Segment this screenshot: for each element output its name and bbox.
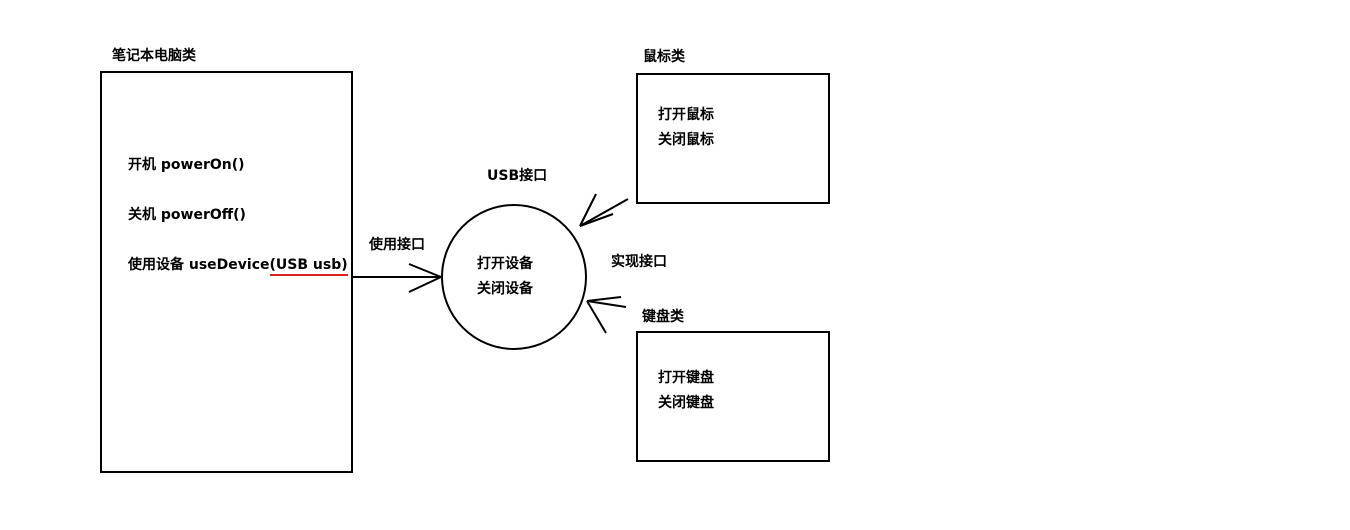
mouse-class-box (636, 73, 830, 204)
implement-interface-label: 实现接口 (611, 254, 667, 270)
usb-interface-circle (441, 204, 587, 350)
laptop-method-power-off: 关机 powerOff() (128, 207, 246, 223)
keyboard-class-title: 键盘类 (642, 309, 684, 325)
keyboard-class-box (636, 331, 830, 462)
usb-interface-title: USB接口 (487, 168, 548, 184)
usb-method-close: 关闭设备 (477, 281, 533, 297)
keyboard-method-close: 关闭键盘 (658, 395, 714, 411)
keyboard-implements-arrow (586, 296, 627, 334)
use-device-param-highlight: (USB usb) (269, 257, 348, 276)
mouse-method-open: 打开鼠标 (658, 107, 714, 123)
keyboard-method-open: 打开键盘 (658, 370, 714, 386)
laptop-class-box (100, 71, 353, 473)
use-device-name: 使用设备 useDevice (128, 257, 270, 273)
usb-method-open: 打开设备 (477, 256, 533, 272)
laptop-method-use-device: 使用设备 useDevice(USB usb) (128, 256, 348, 276)
mouse-implements-arrow (579, 193, 629, 227)
use-interface-arrow (353, 263, 442, 293)
mouse-method-close: 关闭鼠标 (658, 132, 714, 148)
use-interface-label: 使用接口 (369, 237, 425, 253)
laptop-class-title: 笔记本电脑类 (112, 48, 196, 64)
laptop-method-power-on: 开机 powerOn() (128, 157, 245, 173)
mouse-class-title: 鼠标类 (643, 49, 685, 65)
